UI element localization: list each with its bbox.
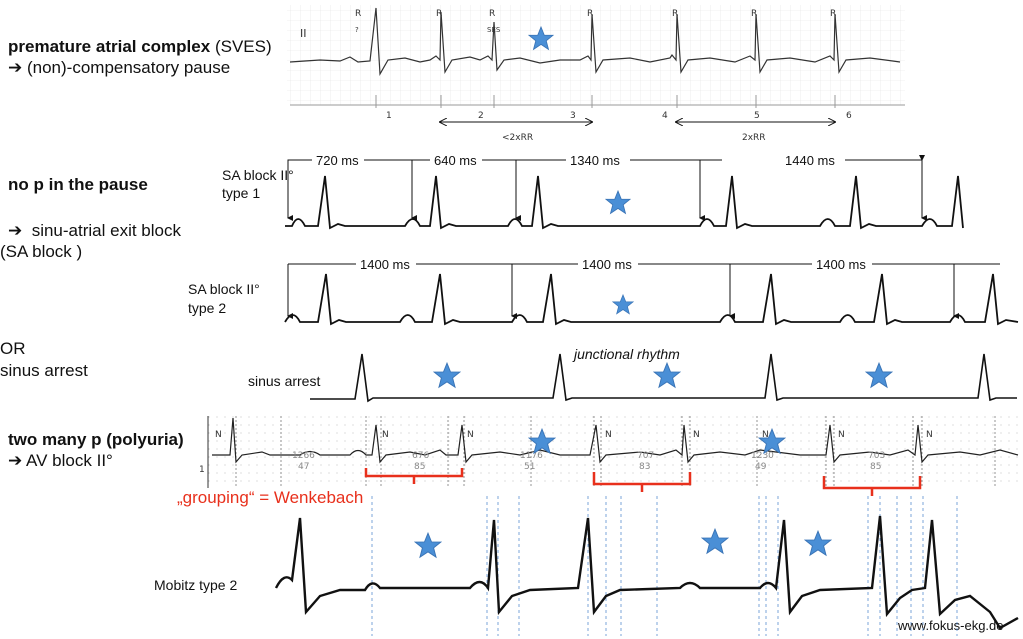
interval-number: 703: [868, 451, 885, 461]
n-label: N: [762, 430, 769, 440]
pac-subtitle: ➔ (non)-compensatory pause: [8, 58, 231, 77]
n-label: N: [215, 430, 222, 440]
interval-label: 1340 ms: [570, 153, 620, 168]
or-label: OR: [0, 339, 26, 358]
interval-label: 1400 ms: [360, 257, 410, 272]
strip1-label-2: type 1: [222, 185, 261, 201]
arrow-icon: ➔: [8, 451, 23, 470]
star-icon: [612, 294, 634, 315]
star-icon: [865, 362, 893, 388]
interval-number: 1230: [751, 451, 774, 461]
pac-title: premature atrial complex (SVES): [8, 37, 272, 56]
strip1-label-1: SA block II°: [222, 167, 294, 183]
n-label: N: [467, 430, 474, 440]
r-label: R: [436, 9, 442, 19]
interval-label: 1440 ms: [785, 153, 835, 168]
r-label: R: [751, 9, 757, 19]
sinus-arrest-strip-label: sinus arrest: [248, 373, 321, 389]
star-icon: [433, 362, 461, 388]
n-label: N: [838, 430, 845, 440]
r-label: R: [355, 9, 361, 19]
interval-number: 1176: [520, 451, 543, 461]
interval-number: 47: [298, 462, 309, 472]
tick-label: 6: [846, 111, 852, 121]
grouping-label: „grouping“ = Wenkebach: [177, 488, 364, 507]
r-label: R: [489, 9, 495, 19]
n-label: N: [926, 430, 933, 440]
tick-label: 3: [570, 111, 576, 121]
mobitz-strip: [274, 496, 1019, 636]
footer-url: www.fokus-ekg.de: [898, 618, 1004, 633]
strip2-label-2: type 2: [188, 300, 227, 316]
r-label: R: [672, 9, 678, 19]
arrow-icon: ➔: [8, 58, 23, 77]
tick-label: 4: [662, 111, 668, 121]
r-label: R: [587, 9, 593, 19]
n-label: N: [693, 430, 700, 440]
interval-number: 51: [524, 462, 535, 472]
interval-label: 640 ms: [434, 153, 477, 168]
tick-label: 2: [478, 111, 484, 121]
interval-number: 707: [637, 451, 654, 461]
junctional-label: junctional rhythm: [574, 346, 680, 362]
sa-block-type1-strip: 720 ms 640 ms 1340 ms 1440 ms: [285, 152, 964, 230]
sa-block-type2-strip: 1400 ms 1400 ms 1400 ms: [284, 256, 1019, 326]
interval-number: 676: [412, 451, 429, 461]
interval-number: 85: [414, 462, 425, 472]
ses-label: SES: [487, 26, 501, 34]
pac-strip: II R R R R R R R ? SES 1 2 3 4 5 6 <2xRR…: [287, 5, 905, 143]
mobitz-label: Mobitz type 2: [154, 577, 238, 593]
av-block-subtitle: ➔ AV block II°: [8, 451, 113, 470]
span-right-label: 2xRR: [742, 133, 766, 143]
strip2-label-1: SA block II°: [188, 281, 260, 297]
n-label: N: [605, 430, 612, 440]
star-icon: [414, 532, 442, 558]
star-icon: [804, 530, 832, 556]
interval-number: 85: [870, 462, 881, 472]
interval-number: 49: [755, 462, 767, 472]
interval-number: 83: [639, 462, 650, 472]
two-many-p-title: two many p (polyuria): [8, 430, 184, 449]
tick-label: 1: [386, 111, 392, 121]
star-icon: [701, 528, 729, 554]
lead-label: 1: [199, 465, 205, 475]
interval-label: 1400 ms: [816, 257, 866, 272]
sa-block-line1: ➔ sinu-atrial exit block: [8, 221, 181, 240]
star-icon: [605, 190, 631, 214]
n-label: N: [382, 430, 389, 440]
span-left-label: <2xRR: [502, 133, 533, 143]
grouping-brackets: [364, 468, 922, 496]
star-icon: [653, 362, 681, 388]
lead-label: II: [300, 27, 307, 40]
sinus-arrest-strip: [310, 353, 1017, 403]
wenckebach-strip: N N N N N N N N 1 1266 47 676 85 1176 51…: [199, 416, 1020, 496]
tick-label: 5: [754, 111, 760, 121]
interval-number: 1266: [292, 451, 315, 461]
pwave-mark: ?: [355, 26, 359, 34]
sa-block-line2: (SA block ): [0, 242, 83, 261]
arrow-icon: ➔: [8, 221, 23, 240]
no-p-title: no p in the pause: [8, 175, 148, 194]
r-label: R: [830, 9, 836, 19]
interval-label: 720 ms: [316, 153, 359, 168]
sinus-arrest-text: sinus arrest: [0, 361, 88, 380]
interval-label: 1400 ms: [582, 257, 632, 272]
